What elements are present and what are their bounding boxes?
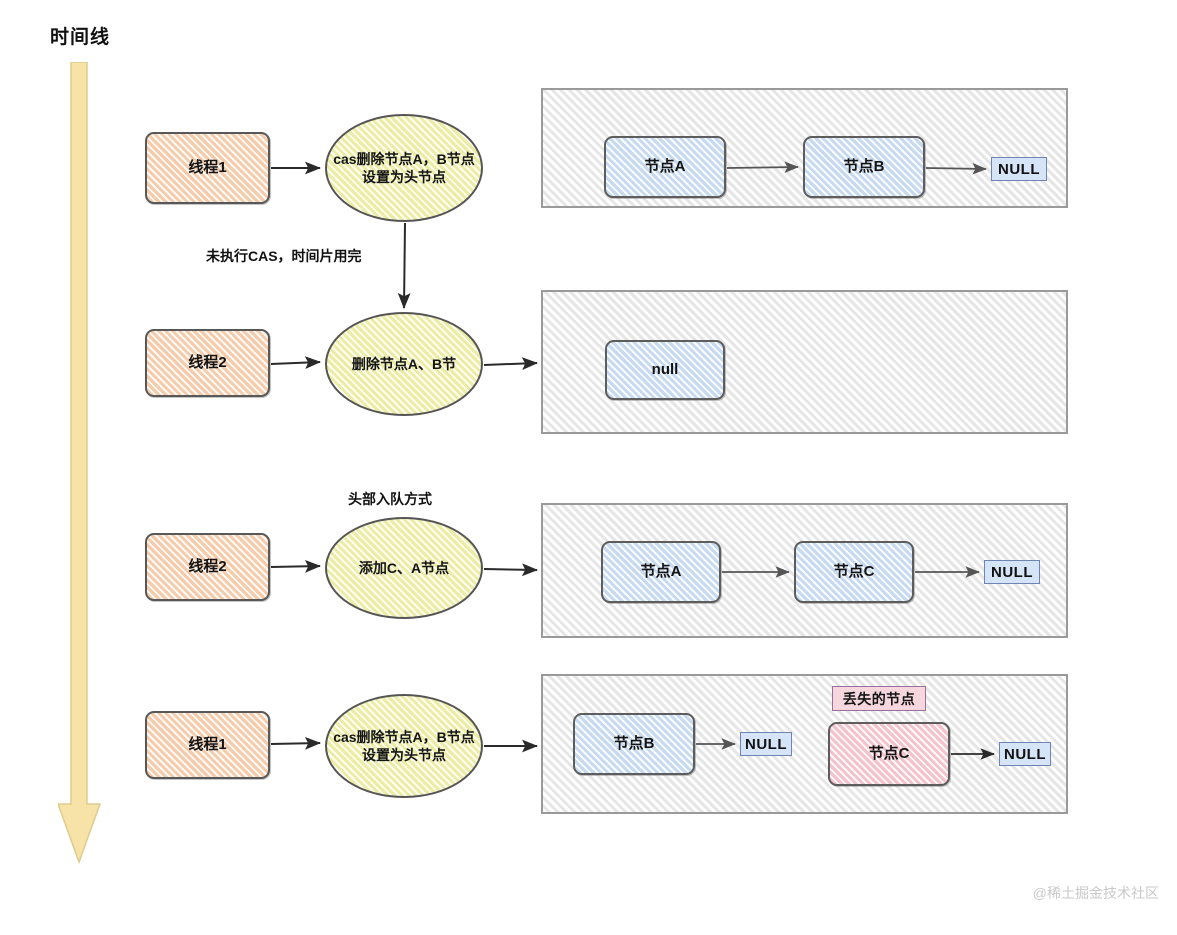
node-label: 节点A	[644, 157, 686, 175]
null-terminator-row1: NULL	[991, 157, 1047, 181]
thread-label: 线程1	[188, 158, 227, 176]
node-label: null	[651, 360, 679, 378]
action-label: cas删除节点A，B节点设置为头节点	[333, 728, 475, 763]
list-state-panel-row2	[541, 290, 1068, 434]
null-label: NULL	[1004, 745, 1046, 763]
thread-box-row2[interactable]: 线程2	[145, 329, 270, 397]
thread-label: 线程2	[188, 557, 227, 575]
action-ellipse-row4[interactable]: cas删除节点A，B节点设置为头节点	[325, 694, 483, 798]
action-ellipse-row1[interactable]: cas删除节点A，B节点设置为头节点	[325, 114, 483, 222]
node-label: 节点B	[613, 734, 655, 752]
list-node-a-row3[interactable]: 节点A	[601, 541, 721, 603]
null-terminator-row4-first: NULL	[740, 732, 792, 756]
node-label: 节点A	[640, 562, 682, 580]
watermark: @稀土掘金技术社区	[1032, 885, 1159, 901]
thread-box-row3[interactable]: 线程2	[145, 533, 270, 601]
list-node-c-row3[interactable]: 节点C	[794, 541, 914, 603]
list-node-b-row4[interactable]: 节点B	[573, 713, 695, 775]
action-label: 删除节点A、B节	[351, 355, 457, 372]
thread-box-row4[interactable]: 线程1	[145, 711, 270, 779]
null-label: NULL	[991, 563, 1033, 581]
list-node-b-row1[interactable]: 节点B	[803, 136, 925, 198]
null-terminator-row3: NULL	[984, 560, 1040, 584]
node-label: 节点B	[843, 157, 885, 175]
caption-head-insert: 头部入队方式	[348, 491, 432, 507]
null-label: NULL	[998, 160, 1040, 178]
lost-node-label: 丢失的节点	[842, 690, 916, 707]
action-ellipse-row2[interactable]: 删除节点A、B节	[325, 312, 483, 416]
null-label: NULL	[745, 735, 787, 753]
thread-label: 线程1	[188, 735, 227, 753]
action-label: cas删除节点A，B节点设置为头节点	[333, 150, 475, 185]
thread-box-row1[interactable]: 线程1	[145, 132, 270, 204]
timeline-arrow-icon	[58, 62, 102, 865]
thread-label: 线程2	[188, 353, 227, 371]
list-node-c-lost-row4[interactable]: 节点C	[828, 722, 950, 786]
node-label: 节点C	[833, 562, 875, 580]
node-label: 节点C	[868, 744, 910, 762]
list-node-a-row1[interactable]: 节点A	[604, 136, 726, 198]
action-label: 添加C、A节点	[358, 559, 450, 576]
timeline-title: 时间线	[50, 27, 111, 48]
caption-cas-fail: 未执行CAS，时间片用完	[206, 248, 362, 264]
list-state-panel-row4	[541, 674, 1068, 814]
list-node-null-row2[interactable]: null	[605, 340, 725, 400]
lost-node-badge: 丢失的节点	[832, 686, 926, 711]
action-ellipse-row3[interactable]: 添加C、A节点	[325, 517, 483, 619]
null-terminator-row4-second: NULL	[999, 742, 1051, 766]
